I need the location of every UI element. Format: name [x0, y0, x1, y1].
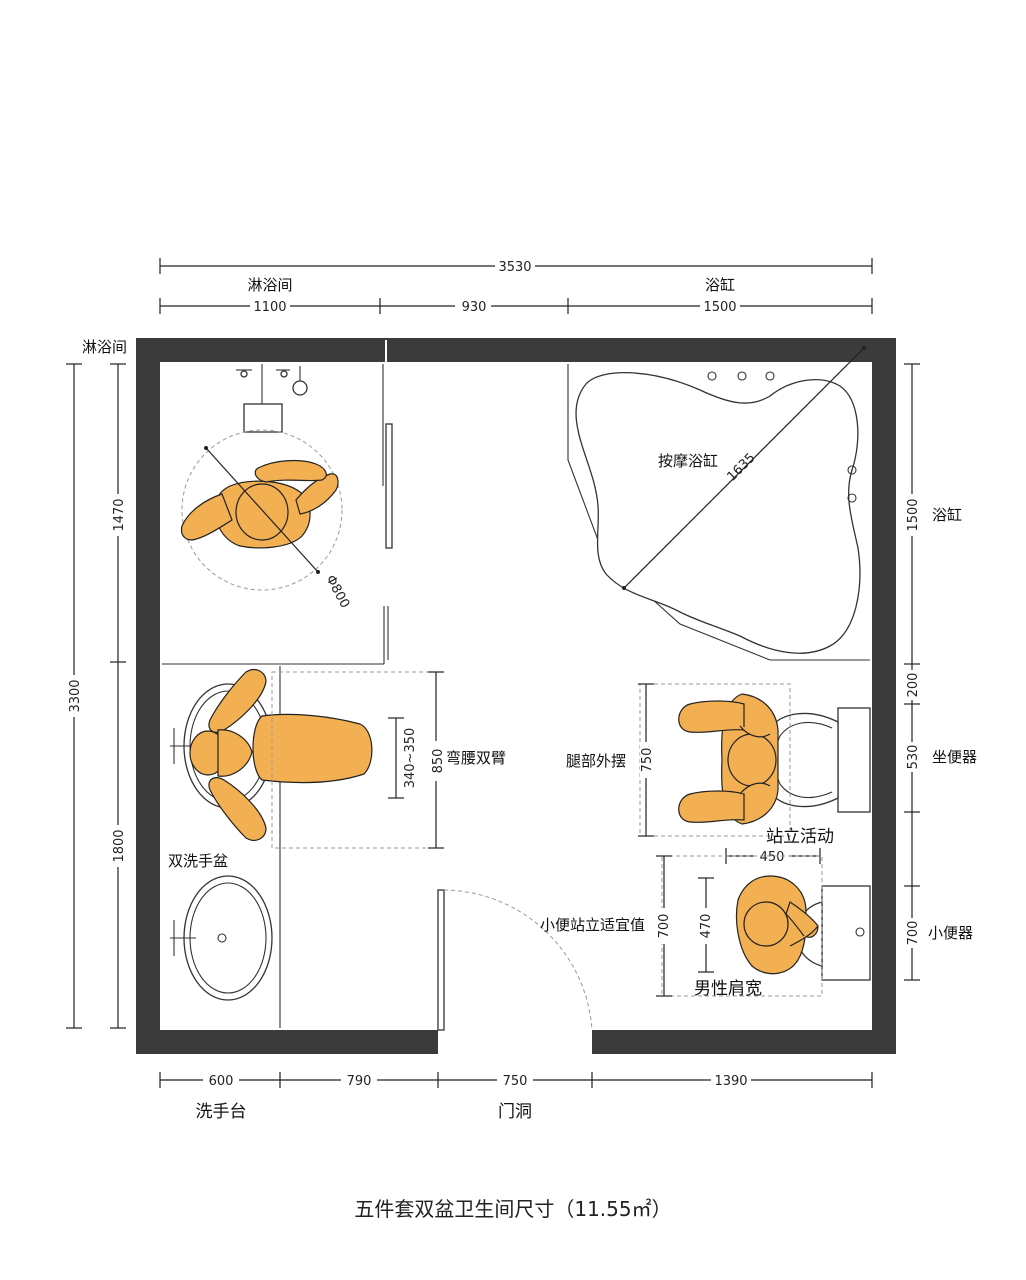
shower-circle-dim: Φ800 — [322, 573, 352, 611]
top-bath-width: 1500 — [703, 300, 736, 315]
left-shower-label: 淋浴间 — [82, 338, 127, 356]
shower-head-icon — [236, 364, 308, 433]
leg-depth-dim: 750 — [640, 748, 655, 773]
bend-depth-dim: 850 — [431, 749, 446, 774]
right-urinal-depth: 700 — [906, 921, 921, 946]
standing-person-figure — [735, 875, 819, 975]
shower-person-figure — [180, 459, 339, 549]
urinal-stand-depth-dim: 700 — [657, 914, 672, 939]
basin-bottom — [183, 875, 273, 1001]
bathtub-label: 按摩浴缸 — [658, 452, 718, 470]
right-toilet-depth: 530 — [906, 745, 921, 770]
stand-width-dim: 450 — [760, 850, 785, 865]
bottom-door-label: 门洞 — [498, 1102, 532, 1122]
left-shower-depth: 1470 — [112, 498, 127, 531]
shoulder-depth-dim: 470 — [699, 914, 714, 939]
bend-range-dim: 340~350 — [403, 728, 418, 789]
diagram-caption: 五件套双盆卫生间尺寸（11.55㎡） — [354, 1197, 671, 1221]
urinal: 450 站立活动 700 470 小便站立适宜值 男性肩宽 — [540, 827, 871, 999]
left-total-dim: 3300 — [68, 679, 83, 712]
bottom-dimensions: 600 790 750 1390 洗手台 门洞 — [159, 1072, 873, 1122]
bottom-door-width: 750 — [503, 1074, 528, 1089]
double-basin-label: 双洗手盆 — [168, 852, 228, 870]
seated-person-figure — [678, 693, 779, 825]
shower-room: Φ800 — [162, 364, 393, 665]
bottom-gap1: 790 — [347, 1074, 372, 1089]
right-gap-dim: 200 — [906, 673, 921, 698]
shower-circle — [181, 429, 343, 591]
right-dimensions: 1500 200 530 700 浴缸 坐便器 小便器 — [904, 363, 977, 981]
bathtub: 按摩浴缸 1635 — [567, 346, 870, 661]
left-dimensions: 淋浴间 3300 1470 1800 — [66, 338, 127, 1029]
top-shower-width: 1100 — [253, 300, 286, 315]
bending-person-figure — [189, 669, 373, 841]
toilet: 750 腿部外摆 — [566, 683, 871, 837]
shoulder-label: 男性肩宽 — [694, 979, 762, 999]
right-bath-depth: 1500 — [906, 498, 921, 531]
right-toilet-label: 坐便器 — [932, 748, 977, 766]
vanity: 双洗手盆 — [168, 666, 373, 1028]
bottom-gap2: 1390 — [714, 1074, 747, 1089]
top-total-dim: 3530 — [498, 260, 531, 275]
door — [437, 889, 593, 1031]
top-dimensions: 3530 淋浴间 浴缸 1100 930 1500 — [159, 257, 873, 315]
leg-label: 腿部外摆 — [566, 752, 626, 770]
right-bath-label: 浴缸 — [932, 506, 962, 524]
right-urinal-label: 小便器 — [928, 924, 973, 942]
top-shower-label: 淋浴间 — [247, 276, 292, 294]
stand-label: 站立活动 — [766, 827, 834, 847]
urinal-stand-label: 小便站立适宜值 — [540, 916, 645, 934]
bottom-vanity-width: 600 — [209, 1074, 234, 1089]
top-bath-label: 浴缸 — [705, 276, 735, 294]
bend-label: 弯腰双臂 — [446, 749, 506, 767]
top-middle-width: 930 — [462, 300, 487, 315]
bend-dimensions: 850 340~350 弯腰双臂 — [271, 671, 506, 849]
walls — [136, 338, 896, 1054]
left-vanity-depth: 1800 — [112, 829, 127, 862]
bottom-vanity-label: 洗手台 — [196, 1102, 247, 1122]
